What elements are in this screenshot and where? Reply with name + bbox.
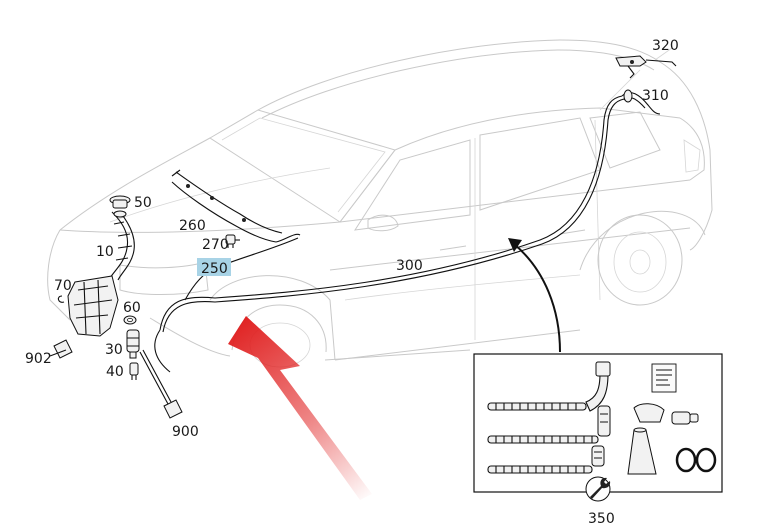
part-labels: 320 310 50 260 270 250 10 300 70 60 30 9… (25, 38, 679, 527)
part-320 (615, 55, 677, 79)
kit-box-350 (473, 353, 723, 493)
label-350: 350 (588, 511, 615, 527)
label-40: 40 (106, 364, 124, 380)
wrench-icon (585, 476, 611, 502)
kit-clip (633, 403, 665, 423)
part-10 (109, 211, 135, 281)
part-260 (171, 169, 301, 243)
kit-instruction-sheet (651, 363, 677, 393)
label-320: 320 (652, 38, 679, 54)
part-40 (129, 362, 139, 380)
label-30: 30 (105, 342, 123, 358)
label-900: 900 (172, 424, 199, 440)
label-300: 300 (396, 258, 423, 274)
part-900 (139, 349, 183, 419)
washer-hose-300 (154, 95, 625, 373)
label-270: 270 (202, 237, 229, 253)
highlight-250 (197, 258, 231, 276)
label-70: 70 (54, 278, 72, 294)
label-50: 50 (134, 195, 152, 211)
label-60: 60 (123, 300, 141, 316)
label-260: 260 (179, 218, 206, 234)
part-30 (126, 329, 140, 359)
label-250: 250 (201, 261, 228, 277)
label-310: 310 (642, 88, 669, 104)
label-10: 10 (96, 244, 114, 260)
curved-arrow (508, 238, 561, 353)
kit-connector (671, 411, 699, 425)
leader-lines (49, 239, 240, 357)
kit-funnel (627, 427, 657, 475)
red-arrow (228, 316, 372, 500)
part-310 (621, 89, 661, 115)
kit-rings (675, 447, 717, 473)
vehicle-outline (47, 39, 713, 368)
part-70 (57, 275, 119, 337)
kit-hose-1 (487, 361, 611, 412)
kit-hose-3 (487, 445, 605, 474)
part-902 (53, 339, 73, 359)
part-60 (123, 315, 137, 325)
part-50 (109, 195, 131, 218)
label-902: 902 (25, 351, 52, 367)
kit-hose-2 (487, 405, 611, 444)
